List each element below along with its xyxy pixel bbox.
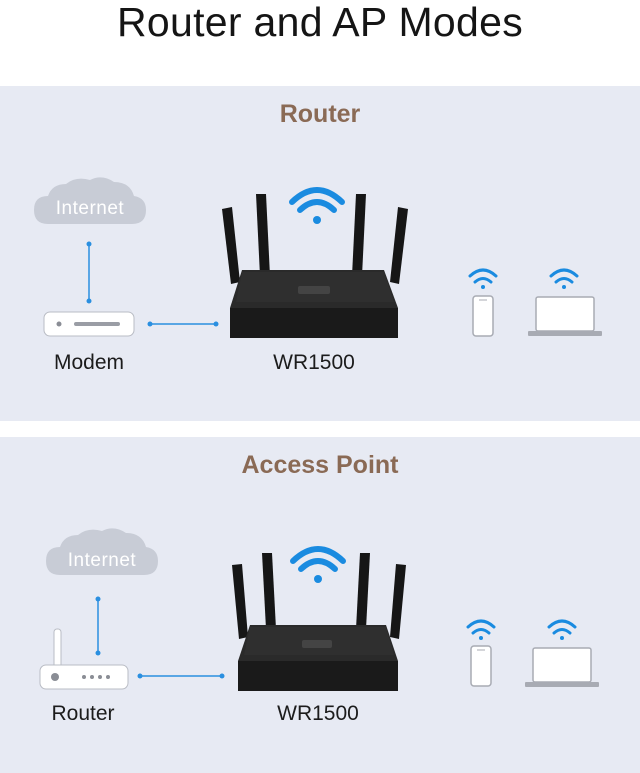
modem-label: Modem <box>53 351 125 374</box>
modem-router-connection <box>147 321 219 327</box>
page-title: Router and AP Modes <box>116 0 524 45</box>
phone-wifi-icon <box>466 619 496 640</box>
wifi-icon <box>289 187 345 224</box>
internet-cloud-icon <box>46 528 158 575</box>
wr1500-router-icon <box>232 553 406 691</box>
upstream-router-icon <box>39 628 129 690</box>
laptop-icon <box>528 296 602 336</box>
wifi-icon <box>290 546 346 583</box>
wr1500-label: WR1500 <box>277 702 359 725</box>
cloud-modem-connection <box>86 241 92 304</box>
access-point-mode-panel: Access Point <box>0 437 640 773</box>
access-point-mode-heading: Access Point <box>241 451 399 479</box>
router-mode-panel: Router <box>0 86 640 421</box>
internet-cloud-label: Internet <box>55 198 125 219</box>
router-mode-heading: Router <box>279 100 361 128</box>
cloud-router-connection <box>95 596 101 656</box>
internet-cloud-label: Internet <box>67 550 137 571</box>
smartphone-icon <box>472 295 494 337</box>
smartphone-icon <box>470 645 492 687</box>
laptop-icon <box>525 647 599 687</box>
wr1500-router-icon <box>222 194 408 338</box>
modem-icon <box>43 311 135 337</box>
router-wr1500-connection <box>137 673 225 679</box>
access-point-mode-diagram <box>39 528 599 691</box>
internet-cloud-icon <box>34 177 146 224</box>
phone-wifi-icon <box>468 268 498 289</box>
wr1500-label: WR1500 <box>273 351 355 374</box>
laptop-wifi-icon <box>549 268 579 289</box>
upstream-router-label: Router <box>51 702 115 725</box>
router-mode-diagram <box>34 177 602 338</box>
laptop-wifi-icon <box>547 619 577 640</box>
